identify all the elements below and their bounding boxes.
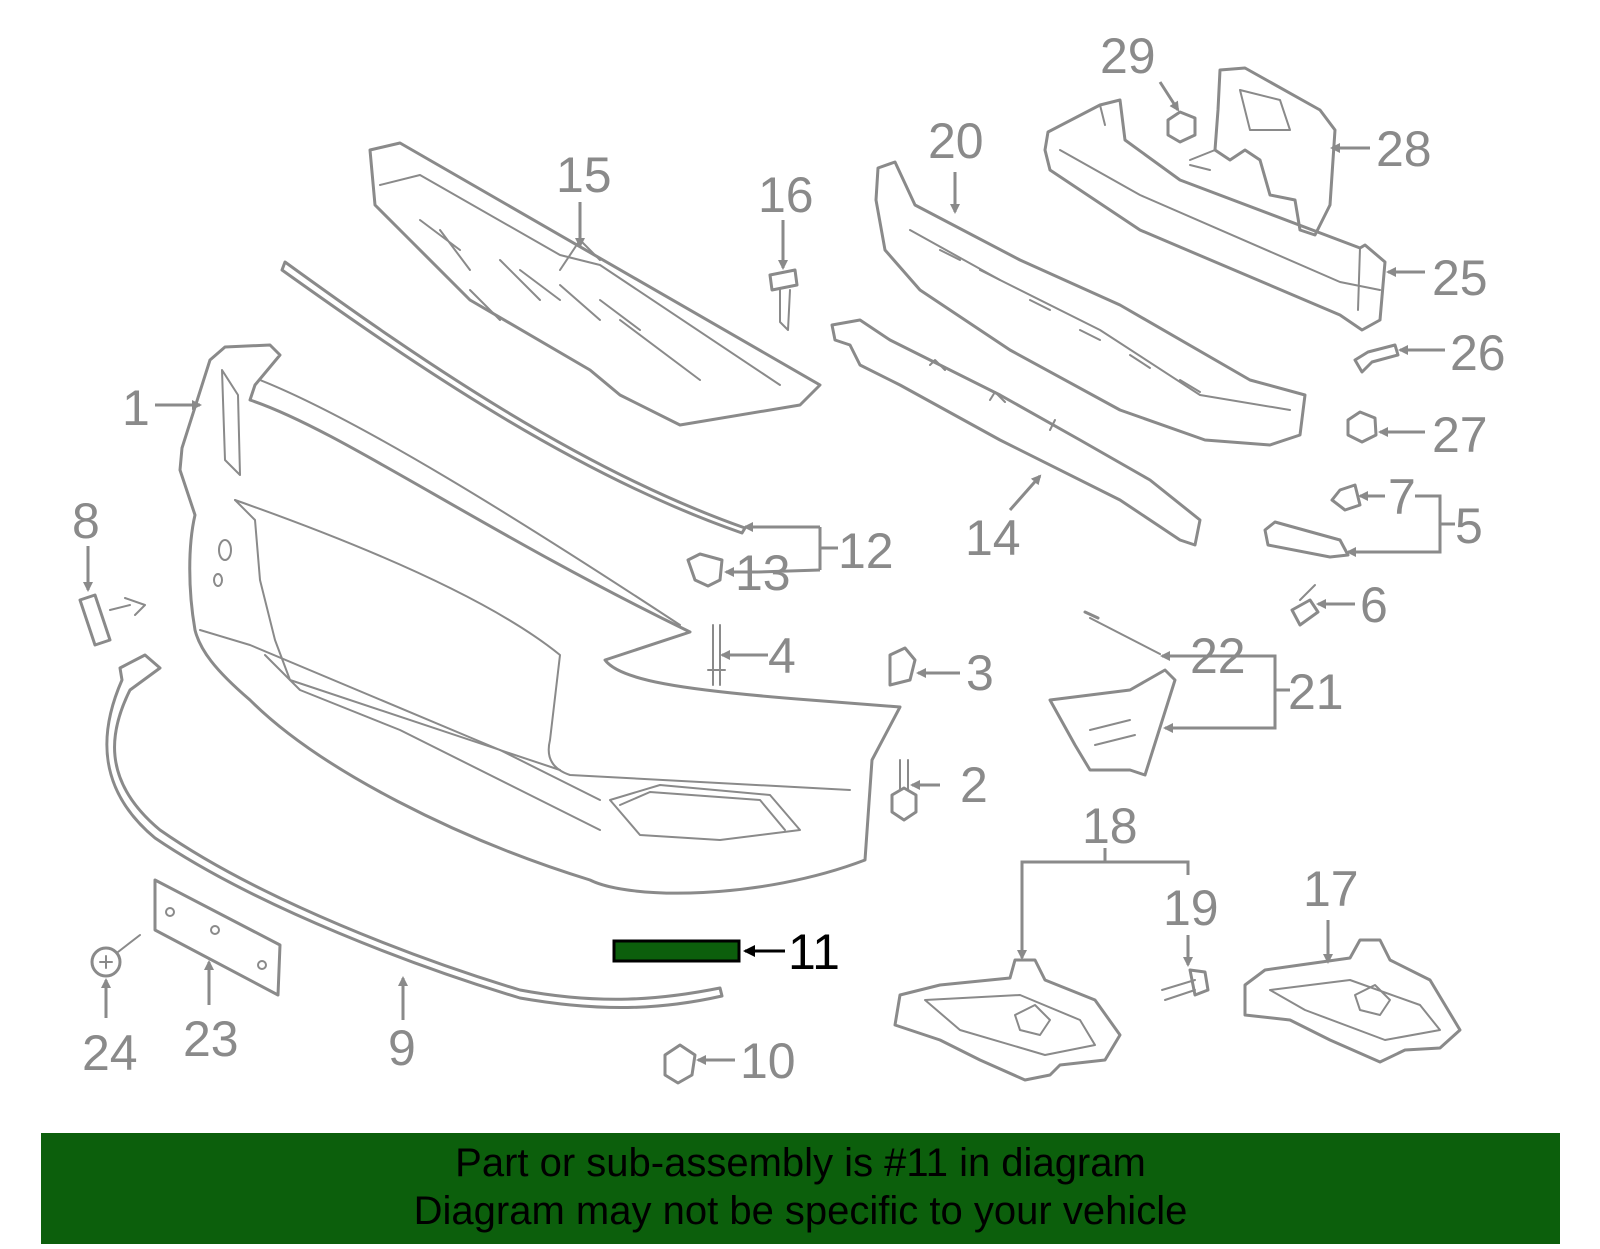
callout-10: 10 — [740, 1033, 796, 1089]
part-22-screw — [1083, 610, 1161, 655]
callout-14: 14 — [965, 510, 1021, 566]
callout-15: 15 — [556, 147, 612, 203]
fastener-26-bolt — [1353, 343, 1400, 374]
part-25-reinforcement — [1043, 98, 1387, 332]
callout-27: 27 — [1432, 407, 1488, 463]
callout-9: 9 — [388, 1020, 416, 1076]
callout-13: 13 — [735, 545, 791, 601]
part-9-lower-lip — [105, 653, 724, 1010]
callout-2: 2 — [960, 757, 988, 813]
part-21-bracket — [1048, 668, 1177, 777]
banner-line-2: Diagram may not be specific to your vehi… — [413, 1189, 1188, 1233]
callout-21: 21 — [1288, 664, 1344, 720]
callout-28: 28 — [1376, 121, 1432, 177]
callout-26: 26 — [1450, 325, 1506, 381]
fastener-13-clip — [686, 552, 724, 588]
callout-8: 8 — [72, 493, 100, 549]
fastener-10-nut — [663, 1043, 697, 1085]
part-28-bracket — [1189, 66, 1337, 237]
fastener-3-clip — [888, 646, 917, 687]
part-23-bracket — [153, 878, 282, 997]
part-17-foglamp-bezel — [1243, 938, 1462, 1064]
fastener-7-clip — [1330, 483, 1362, 512]
callout-24: 24 — [82, 1025, 138, 1081]
callout-7: 7 — [1388, 469, 1416, 525]
callout-23: 23 — [183, 1011, 239, 1067]
callout-19: 19 — [1163, 880, 1219, 936]
fastener-6-screw — [1290, 584, 1320, 627]
fastener-19-screw — [1161, 968, 1210, 1001]
callout-25: 25 — [1432, 250, 1488, 306]
part-18-foglamp-bezel — [893, 958, 1122, 1082]
callout-16: 16 — [758, 167, 814, 223]
callout-1: 1 — [122, 380, 150, 436]
callout-6: 6 — [1360, 577, 1388, 633]
fastener-16-bolt — [768, 268, 799, 331]
fastener-27-nut — [1346, 410, 1378, 444]
callout-12: 12 — [838, 523, 894, 579]
part-11-highlight — [612, 939, 741, 963]
part-5-bracket — [1263, 520, 1350, 559]
part-1-bumper-cover — [178, 343, 902, 895]
leader-lines — [83, 81, 1455, 1065]
fastener-2-screw — [890, 759, 918, 822]
info-banner: Part or sub-assembly is #11 in diagram D… — [41, 1133, 1560, 1244]
part-12-molding-strip — [280, 260, 747, 535]
callout-17: 17 — [1303, 861, 1359, 917]
callout-3: 3 — [966, 645, 994, 701]
callout-20: 20 — [928, 113, 984, 169]
callout-22: 22 — [1190, 628, 1246, 684]
part-14-absorber — [830, 318, 1202, 547]
callout-labels: 1 2 3 4 5 6 7 8 9 10 11 12 13 14 15 16 1… — [72, 28, 1506, 1089]
callout-29: 29 — [1100, 28, 1156, 84]
banner-line-1: Part or sub-assembly is #11 in diagram — [455, 1141, 1146, 1185]
part-20-absorber — [874, 160, 1307, 447]
fastener-29-nut — [1166, 110, 1197, 144]
callout-5: 5 — [1455, 498, 1483, 554]
callout-11: 11 — [788, 924, 840, 980]
fastener-24-screw — [90, 934, 141, 978]
parts-diagram: 1 2 3 4 5 6 7 8 9 10 11 12 13 14 15 16 1… — [72, 28, 1506, 1089]
callout-4: 4 — [768, 628, 796, 684]
part-8-clip — [78, 593, 146, 647]
callout-18: 18 — [1082, 798, 1138, 854]
